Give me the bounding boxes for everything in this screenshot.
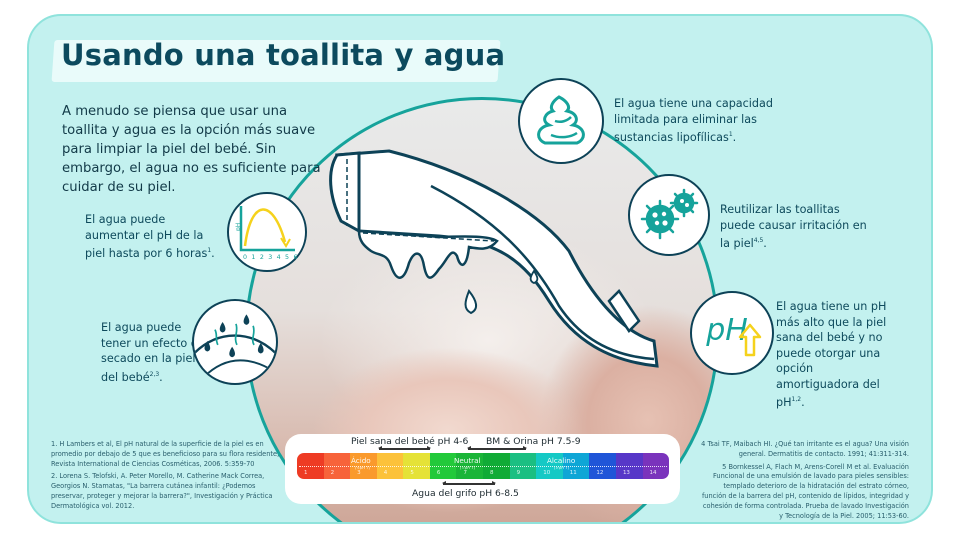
- bm-urine-range-arrow: [467, 446, 527, 450]
- ph-number: 7: [463, 470, 467, 476]
- ph-number: 3: [357, 470, 361, 476]
- fact-lipophilic: El agua tiene una capacidad limitada par…: [614, 97, 773, 144]
- svg-text:pH: pH: [235, 223, 242, 231]
- page-title: Usando una toallita y agua: [61, 38, 506, 72]
- neutral-zone-label: Neutral: [454, 456, 481, 465]
- ph-number: 12: [596, 470, 604, 476]
- ph-up-arrow-icon: pH: [690, 291, 774, 375]
- ph-number: 13: [622, 470, 630, 476]
- tap-water-ph-label: Agua del grifo pH 6-8.5: [412, 488, 519, 499]
- ph-number: 2: [330, 470, 335, 476]
- references-left: 1. H Lambers et al, El pH natural de la …: [51, 440, 280, 510]
- infographic-frame: Usando una toallita y agua A menudo se p…: [27, 14, 933, 524]
- ph-color-bar: 1 2 3 4 5 6 7 8 9 10 11 12 13 14 Ácido (…: [297, 453, 669, 479]
- fact-higher-ph: El agua tiene un pH más alto que la piel…: [776, 300, 887, 409]
- alkaline-zone-label: Alcalino: [547, 456, 576, 465]
- fact-drying-effect: El agua puede tener un efecto de secado …: [101, 321, 205, 384]
- germs-icon: [628, 174, 710, 256]
- ph-number: 1: [304, 470, 308, 476]
- ph-number: 14: [649, 470, 657, 476]
- ph-dotted-axis: [299, 466, 667, 467]
- stool-icon: [518, 78, 604, 164]
- ph-number: 4: [383, 470, 388, 476]
- svg-text:0 1 2 3 4 5 6: 0 1 2 3 4 5 6: [243, 254, 299, 261]
- ph-number: 9: [516, 470, 521, 476]
- ph-number: 6: [436, 470, 441, 476]
- fact-reuse-irritation: Reutilizar las toallitas puede causar ir…: [720, 203, 867, 250]
- skin-evaporation-icon: [192, 299, 278, 385]
- fact-ph-increase: El agua puede aumentar el pH de la piel …: [85, 213, 215, 260]
- washcloth-illustration-icon: [329, 149, 659, 368]
- ph-curve-chart-icon: pH 0 1 2 3 4 5 6: [227, 192, 307, 272]
- tap-water-range-arrow: [442, 481, 496, 485]
- ph-number: 8: [490, 470, 494, 476]
- ph-number: 5: [410, 470, 414, 476]
- ph-number: 10: [543, 470, 551, 476]
- baby-skin-ph-label: Piel sana del bebé pH 4-6: [351, 436, 469, 447]
- references-right: 4 Tsai TF, Maibach HI. ¿Qué tan irritant…: [701, 440, 909, 520]
- intro-paragraph: A menudo se piensa que usar una toallita…: [62, 104, 321, 195]
- baby-skin-range-arrow: [378, 446, 431, 450]
- ph-scale-card: Piel sana del bebé pH 4-6 BM & Orina pH …: [285, 434, 680, 504]
- acid-zone-label: Ácido: [351, 456, 371, 465]
- ph-number: 11: [569, 470, 577, 476]
- bm-urine-ph-label: BM & Orina pH 7.5-9: [486, 436, 581, 447]
